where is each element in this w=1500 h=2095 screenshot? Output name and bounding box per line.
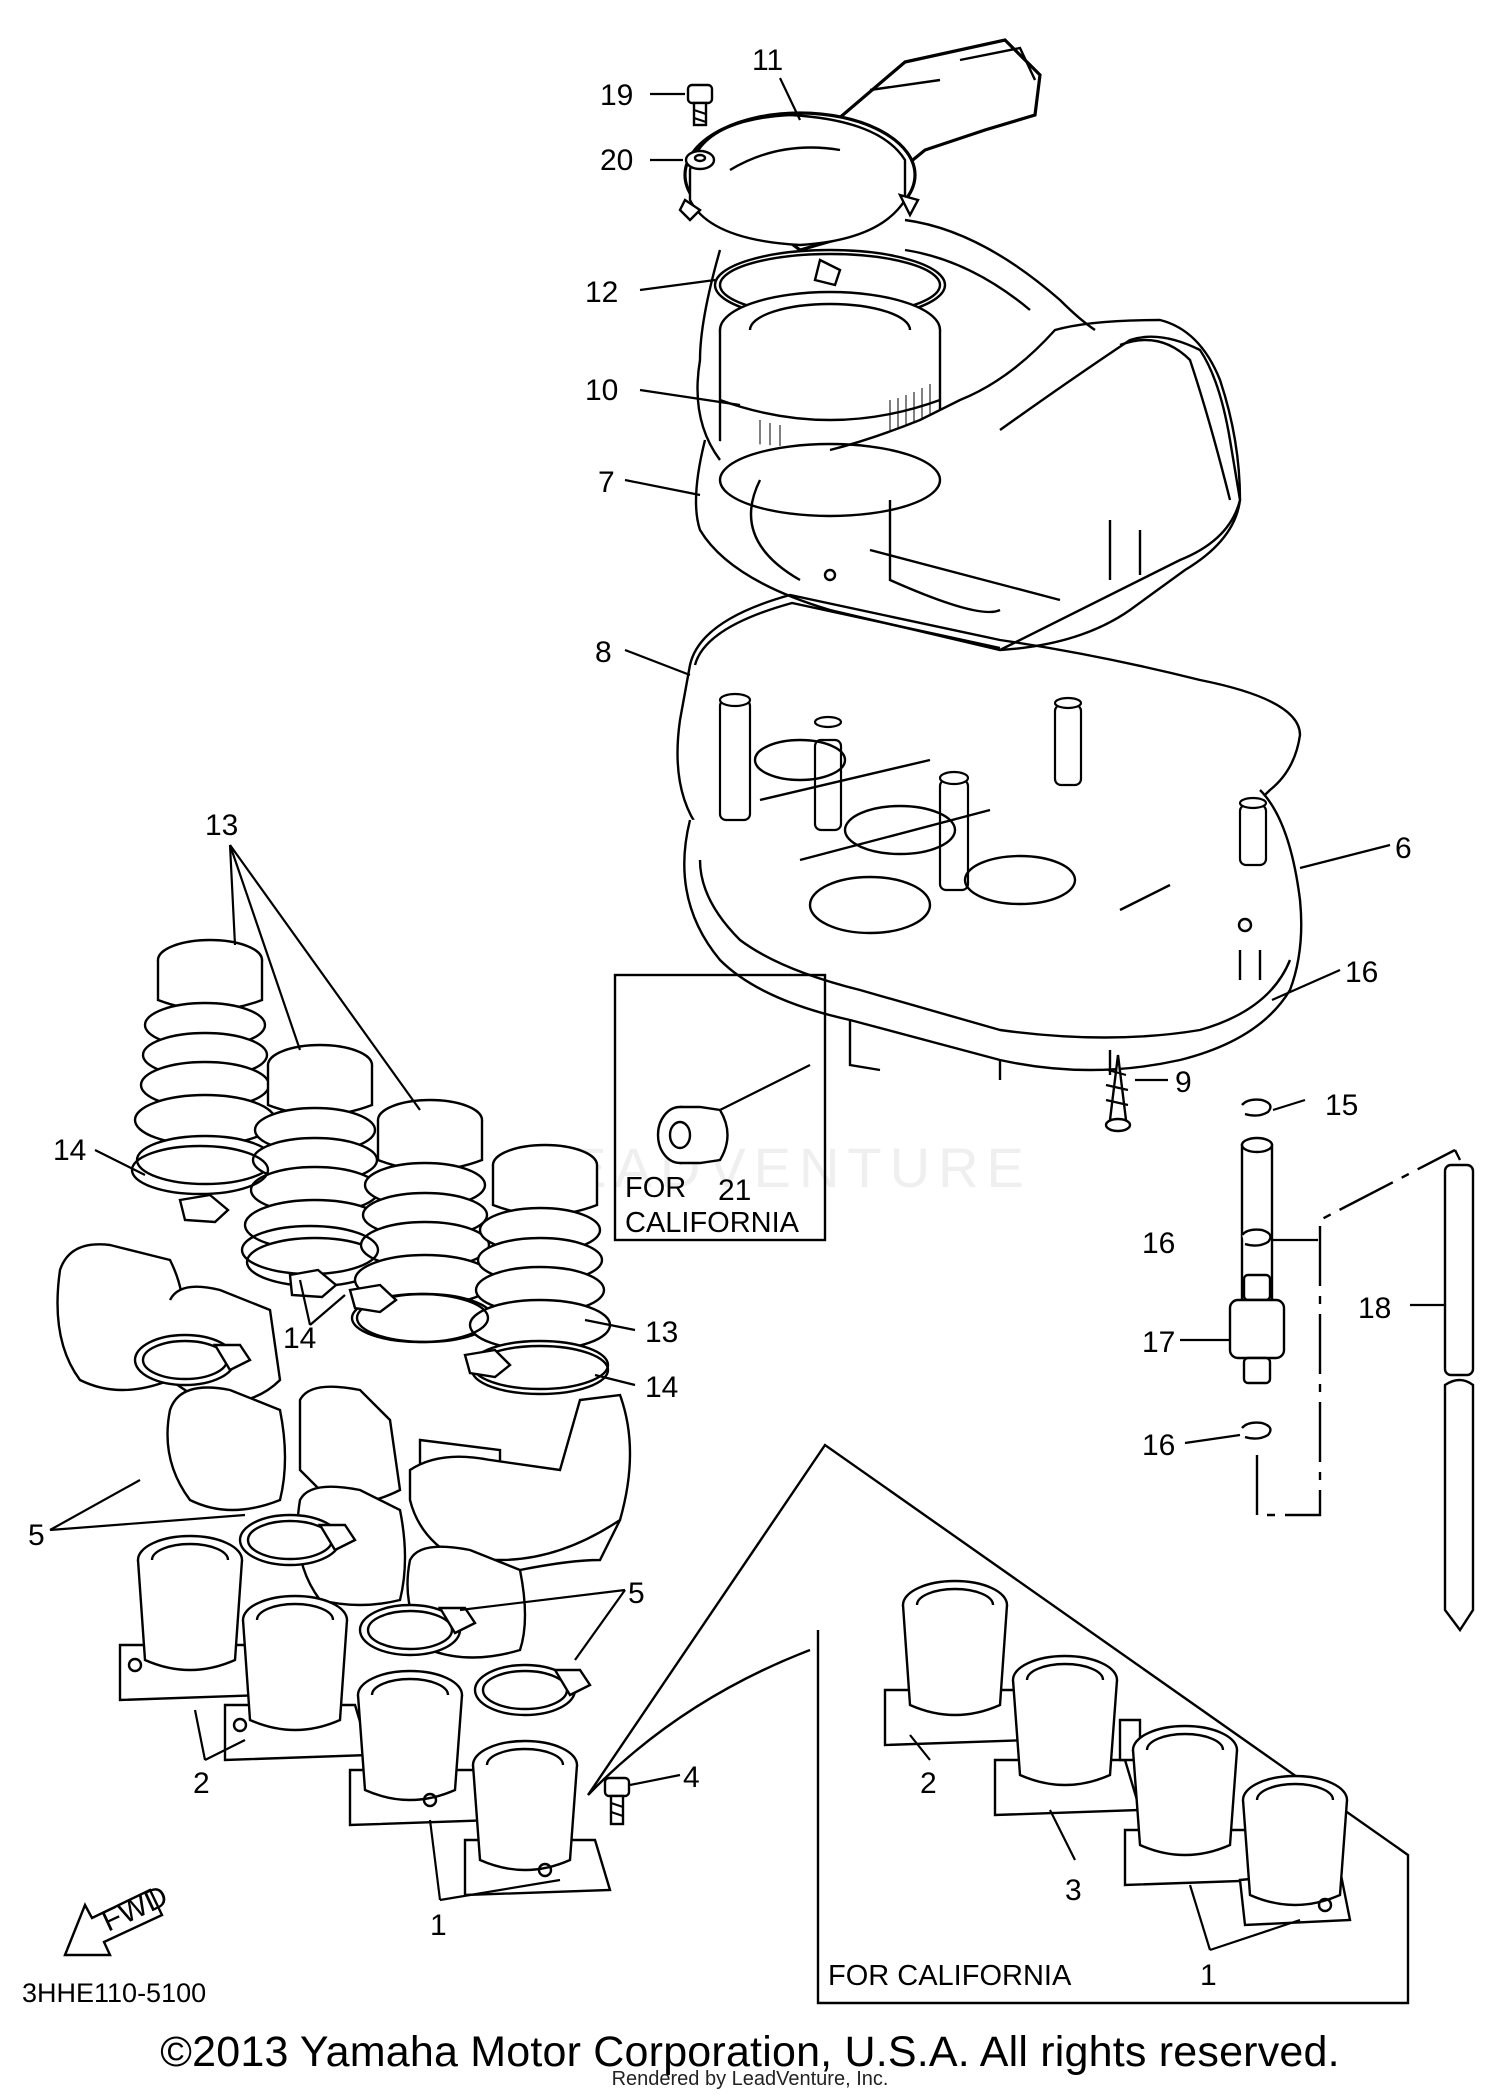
callout-11: 11 [752, 44, 783, 77]
callout-14a: 14 [53, 1134, 86, 1167]
california-box-upper [613, 973, 827, 1242]
callout-16a: 16 [1345, 956, 1378, 989]
leader-lines [49, 77, 1444, 1952]
callout-2b: 2 [920, 1767, 937, 1800]
callout-20: 20 [600, 144, 633, 177]
intake-joints [118, 1534, 612, 1897]
callout-10: 10 [585, 374, 618, 407]
svg-text:FWD: FWD [97, 1880, 173, 1939]
air-cleaner-case [683, 692, 1303, 1080]
watermark-text: LEADVENTURE [530, 1136, 1032, 1199]
carburetors [56, 1243, 632, 1659]
callout-16b: 16 [1142, 1227, 1175, 1260]
callouts: 19 20 11 12 10 7 8 6 16 9 15 16 17 16 18… [28, 44, 1412, 1992]
bolt-4 [603, 1776, 631, 1826]
fwd-arrow: FWD [63, 1880, 173, 1957]
callout-19: 19 [600, 79, 633, 112]
intake-joint-d [463, 1739, 612, 1897]
joint-4 [468, 1143, 612, 1391]
callout-2a: 2 [193, 1767, 210, 1800]
california-box-lower [587, 1443, 1410, 2005]
diagram-code: 3HHE110-5100 [22, 1978, 207, 2008]
callout-6: 6 [1395, 832, 1412, 865]
california-upper-line1: FOR [625, 1172, 686, 1204]
joint-3 [353, 1098, 497, 1344]
california-intake-joints [883, 1579, 1352, 1927]
washer-20 [684, 149, 716, 171]
callout-16c: 16 [1142, 1429, 1175, 1462]
drain-plug [656, 1105, 729, 1165]
callout-1b: 1 [1200, 1959, 1217, 1992]
copyright-notice: ©2013 Yamaha Motor Corporation, U.S.A. A… [160, 2028, 1340, 2076]
callout-12: 12 [585, 276, 618, 309]
california-upper-line2: CALIFORNIA [625, 1207, 800, 1239]
intake-joint-b [223, 1594, 372, 1762]
callout-7: 7 [598, 466, 615, 499]
callout-5b: 5 [628, 1577, 645, 1610]
callout-17: 17 [1142, 1326, 1175, 1359]
callout-1a: 1 [430, 1909, 447, 1942]
carburetor-joints [133, 938, 612, 1391]
screw-9 [1104, 1054, 1132, 1133]
callout-15: 15 [1325, 1089, 1358, 1122]
hose-clamps-14 [130, 1144, 610, 1396]
hose-clamps-5 [133, 1333, 592, 1717]
callout-18: 18 [1358, 1292, 1391, 1325]
drain-hose-assembly [1228, 1098, 1475, 1633]
air-cleaner-case-cover [694, 218, 1242, 652]
callout-4: 4 [683, 1761, 700, 1794]
callout-21: 21 [718, 1174, 751, 1207]
callout-13a: 13 [205, 809, 238, 842]
callout-14c: 14 [645, 1371, 678, 1404]
callout-9: 9 [1175, 1066, 1192, 1099]
callout-14b: 14 [283, 1322, 316, 1355]
rendered-by-notice: Rendered by LeadVenture, Inc. [611, 2068, 889, 2090]
california-lower-label: FOR CALIFORNIA [828, 1960, 1072, 1992]
air-cleaner-cap [678, 38, 1042, 287]
joint-1 [133, 938, 277, 1186]
callout-8: 8 [595, 636, 612, 669]
callout-5a: 5 [28, 1519, 45, 1552]
callout-13b: 13 [645, 1316, 678, 1349]
callout-3: 3 [1065, 1874, 1082, 1907]
bolt-19 [686, 83, 714, 127]
intake-joint-c [348, 1669, 497, 1827]
